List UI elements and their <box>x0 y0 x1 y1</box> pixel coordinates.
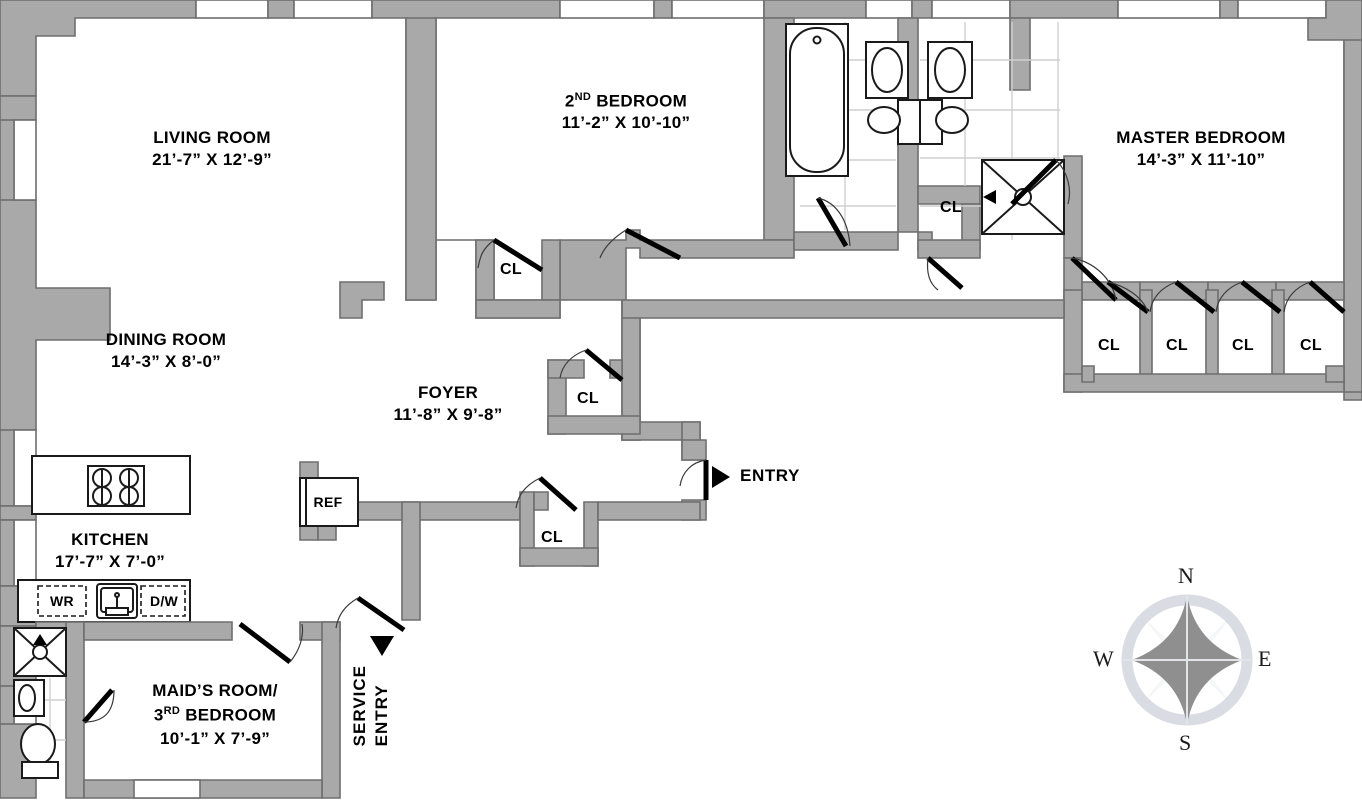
corridor-walls <box>621 299 1065 461</box>
maid-bath-fixtures <box>13 627 67 779</box>
room-label-maids-room-alt: 3RD BEDROOM <box>75 705 355 726</box>
room-dim-maids-room: 10’-1” X 7’-9” <box>159 729 271 748</box>
room-dim-living-room: 21’-7” X 12’-9” <box>152 150 272 169</box>
main-entry-label: ENTRY <box>740 466 800 485</box>
second-bedroom-ordinal-suffix: ND <box>574 91 592 103</box>
room-dim-kitchen: 17’-7” X 7’-0” <box>54 552 166 571</box>
door-swings <box>82 158 1346 724</box>
washer-label: WR <box>50 593 74 609</box>
closet-label-master-4: CL <box>1300 337 1322 354</box>
closet-label-foyer-upper: CL <box>577 390 599 407</box>
room-dim-foyer: 11’-8” X 9’-8” <box>393 405 503 424</box>
room-dim-dining-room: 14’-3” X 8’-0” <box>110 352 222 371</box>
refrigerator-label: REF <box>313 494 343 510</box>
third-bedroom-number: 3 <box>153 705 164 725</box>
third-bedroom-ordinal-suffix: RD <box>163 705 181 717</box>
maids-room-walls <box>35 621 341 799</box>
compass-east-label: E <box>1258 646 1272 671</box>
sink-left-fixture <box>865 41 909 99</box>
dishwasher-label: D/W <box>149 593 179 609</box>
closet-label-master-1: CL <box>1098 337 1120 354</box>
closet-bedroom2-walls <box>475 239 561 319</box>
foyer-lower-walls <box>299 461 701 621</box>
closet-label-master-hall: CL <box>940 199 962 216</box>
compass-north-label: N <box>1178 563 1194 588</box>
room-label-living-room: LIVING ROOM <box>153 128 271 147</box>
room-dim-master-bedroom: 14’-3” X 11’-10” <box>1136 150 1266 169</box>
compass-west-label: W <box>1093 646 1114 671</box>
room-label-foyer: FOYER <box>417 383 479 402</box>
room-label-kitchen: KITCHEN <box>71 530 149 549</box>
room-label-master-bedroom: MASTER BEDROOM <box>1116 128 1286 147</box>
toilet-right-fixture <box>919 99 969 145</box>
service-entry-line1: SERVICE <box>350 665 369 747</box>
compass-south-label: S <box>1179 730 1192 755</box>
third-bedroom-word: BEDROOM <box>180 705 277 725</box>
closet-foyer-upper-walls <box>547 359 641 435</box>
closet-label-master-2: CL <box>1166 337 1188 354</box>
closet-label-bedroom2: CL <box>500 261 522 278</box>
shower-stall-fixture <box>981 159 1065 235</box>
service-entry-line2: ENTRY <box>372 684 392 747</box>
closet-label-master-3: CL <box>1232 337 1254 354</box>
living-dining-walls <box>339 17 437 319</box>
closet-label-foyer-lower: CL <box>541 529 563 546</box>
sink-right-fixture <box>927 41 973 99</box>
room-label-maids-room: MAID’S ROOM/ <box>152 681 278 700</box>
service-entry-label: SERVICE ENTRY <box>350 665 393 746</box>
room-dim-second-bedroom: 11’-2” X 10’-10” <box>561 113 691 132</box>
room-label-second-bedroom: 2ND BEDROOM <box>496 91 756 112</box>
second-bedroom-number: 2 <box>564 91 575 111</box>
toilet-left-fixture <box>867 99 921 145</box>
second-bedroom-word: BEDROOM <box>591 91 688 111</box>
bathtub-fixture <box>785 23 849 177</box>
compass-rose-graphic <box>1121 594 1253 726</box>
refrigerator-fixture <box>299 477 359 527</box>
kitchen-fixtures <box>17 455 191 623</box>
room-label-dining-room: DINING ROOM <box>105 330 227 349</box>
